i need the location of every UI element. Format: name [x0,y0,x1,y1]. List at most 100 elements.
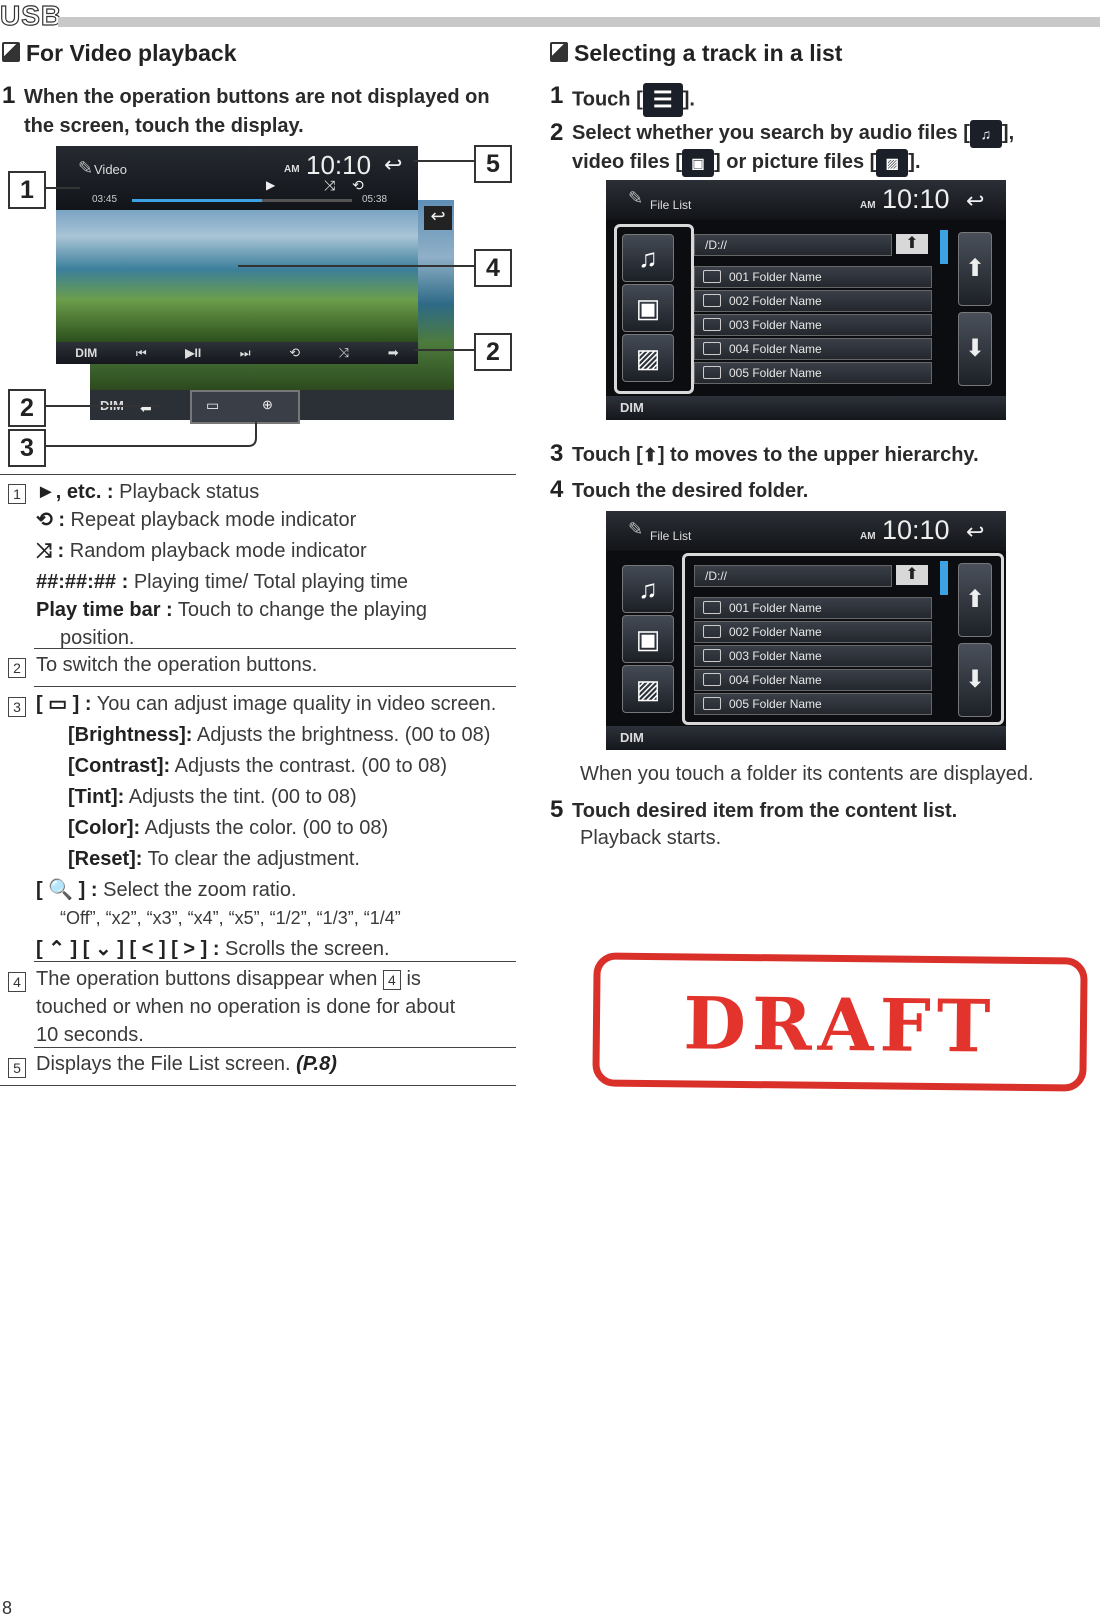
table-row-4-number: 4 [8,972,26,992]
section-title-track: Selecting a track in a list [550,40,842,67]
audio-files-button[interactable]: ♫ [622,565,674,613]
image-quality-zoom-buttons: ▭ ⊕ [190,390,300,424]
step-5-note: Playback starts. [580,827,722,849]
step-number: 1 [2,82,16,109]
table-row-4: The operation buttons disappear when 4 i… [36,968,456,1046]
list-item[interactable]: 002 Folder Name [694,621,932,643]
table-row-2-number: 2 [8,658,26,678]
next-icon[interactable]: ⏭ [239,345,251,360]
list-item[interactable]: 003 Folder Name [694,314,932,336]
step-text: Touch [☰]. [572,83,695,117]
list-item[interactable]: 001 Folder Name [694,597,932,619]
file-list-title: File List [650,529,692,543]
play-status-icon: ▶ [266,178,276,192]
step-number: 5 [550,796,564,823]
audio-files-button[interactable]: ♫ [622,234,674,282]
repeat-button-icon[interactable]: ⟲ [289,345,301,360]
clock: 10:10 [306,150,372,180]
category-highlight [614,224,694,394]
dim-button[interactable]: DIM [620,730,644,745]
section-title-video: For Video playback [2,40,236,67]
back-icon[interactable]: ↩ [966,188,985,213]
callout-4: 4 [474,249,512,287]
step-text: Touch the desired folder. [572,480,809,502]
video-files-button[interactable]: ▣ [622,615,674,663]
video-app-icon: ✎ [78,158,94,178]
up-arrow-icon: ⬆ [642,445,658,465]
table-row-1: ►, etc. : Playback status ⟲ : Repeat pla… [36,481,427,649]
list-item[interactable]: 002 Folder Name [694,290,932,312]
am-indicator: AM [860,531,876,542]
previous-icon[interactable]: ⏮ [135,345,147,360]
upper-hierarchy-button[interactable]: ⬆ [896,565,928,585]
play-pause-icon[interactable]: ▶II [185,346,202,360]
list-item[interactable]: 004 Folder Name [694,338,932,360]
section-marker-icon [550,42,568,62]
video-frame-image[interactable] [56,210,418,342]
section-title-text: Selecting a track in a list [574,40,843,66]
draft-stamp: DRAFT [592,952,1088,1092]
header-rule [58,17,1100,27]
list-highlight [682,553,1004,725]
random-button-icon[interactable]: ⤨ [338,345,350,360]
step-text: Select whether you search by audio files… [572,119,1062,177]
page-number: 8 [2,1598,13,1618]
image-quality-icon[interactable]: ▭ [206,397,220,413]
repeat-indicator-icon: ⟲ [352,177,364,193]
video-files-icon: ▣ [682,148,715,177]
path-row: /D:// [694,234,892,256]
random-indicator-icon: ⤨ [324,177,336,193]
scroll-down-button[interactable]: ⬇ [958,643,992,717]
table-row-5-number: 5 [8,1058,26,1078]
dim-button[interactable]: DIM [620,400,644,415]
scrollbar[interactable] [940,561,948,595]
table-row-1-number: 1 [8,484,26,504]
picture-files-button[interactable]: ▨ [622,665,674,713]
scrollbar[interactable] [940,230,948,264]
scroll-up-button[interactable]: ⬆ [958,563,992,637]
callout-2a: 2 [474,333,512,371]
scroll-down-button[interactable]: ⬇ [958,312,992,386]
list-item[interactable]: 004 Folder Name [694,669,932,691]
list-item[interactable]: 005 Folder Name [694,362,932,384]
file-list-app-icon: ✎ [628,519,644,539]
back-icon-2[interactable]: ↩ [424,206,452,230]
video-screenshot: ✎ Video AM 10:10 ↩ ▶ ⤨ ⟲ 03:45 05:38 DIM… [56,146,418,364]
section-marker-icon [2,42,20,62]
callout-5: 5 [474,145,512,183]
list-item[interactable]: 003 Folder Name [694,645,932,667]
step-text: When the operation buttons are not displ… [24,86,490,137]
file-list-screenshot-2: ✎ File List AM 10:10 ↩ ♫ ▣ ▨ /D:// ⬆ 001… [606,511,1006,750]
page-reference-link[interactable]: (P.8) [296,1053,337,1075]
upper-hierarchy-button[interactable]: ⬆ [896,234,928,254]
list-item[interactable]: 001 Folder Name [694,266,932,288]
step-number: 4 [550,476,564,503]
back-icon[interactable]: ↩ [384,152,403,177]
step-4-note: When you touch a folder its contents are… [580,763,1034,785]
step-text: Touch [⬆] to moves to the upper hierarch… [572,444,979,466]
operation-buttons: DIM ⏮ ▶II ⏭ ⟲ ⤨ ➡ [56,342,418,364]
list-item[interactable]: 005 Folder Name [694,693,932,715]
table-rule [34,1047,516,1048]
dim-button[interactable]: DIM [75,346,98,360]
scroll-up-button[interactable]: ⬆ [958,232,992,306]
file-list-title: File List [650,198,692,212]
table-row-2: To switch the operation buttons. [36,654,318,676]
switch-back-icon[interactable]: ⬅ [140,400,152,416]
callout-leaders [44,160,474,447]
table-row-5: Displays the File List screen. (P.8) [36,1053,337,1075]
audio-files-icon: ♫ [969,119,1002,148]
page-header-title: USB [0,0,63,32]
step-number: 2 [550,119,564,146]
callout-2b: 2 [8,389,46,427]
back-icon[interactable]: ↩ [966,519,985,544]
step-text: Touch desired item from the content list… [572,800,958,822]
video-files-button[interactable]: ▣ [622,284,674,332]
play-time-bar[interactable] [132,199,352,202]
zoom-icon[interactable]: ⊕ [262,397,273,412]
screen-title: Video [94,162,128,177]
table-rule [0,474,516,475]
switch-buttons-icon[interactable]: ➡ [387,345,399,360]
picture-files-button[interactable]: ▨ [622,334,674,382]
time-elapsed: 03:45 [92,194,118,205]
